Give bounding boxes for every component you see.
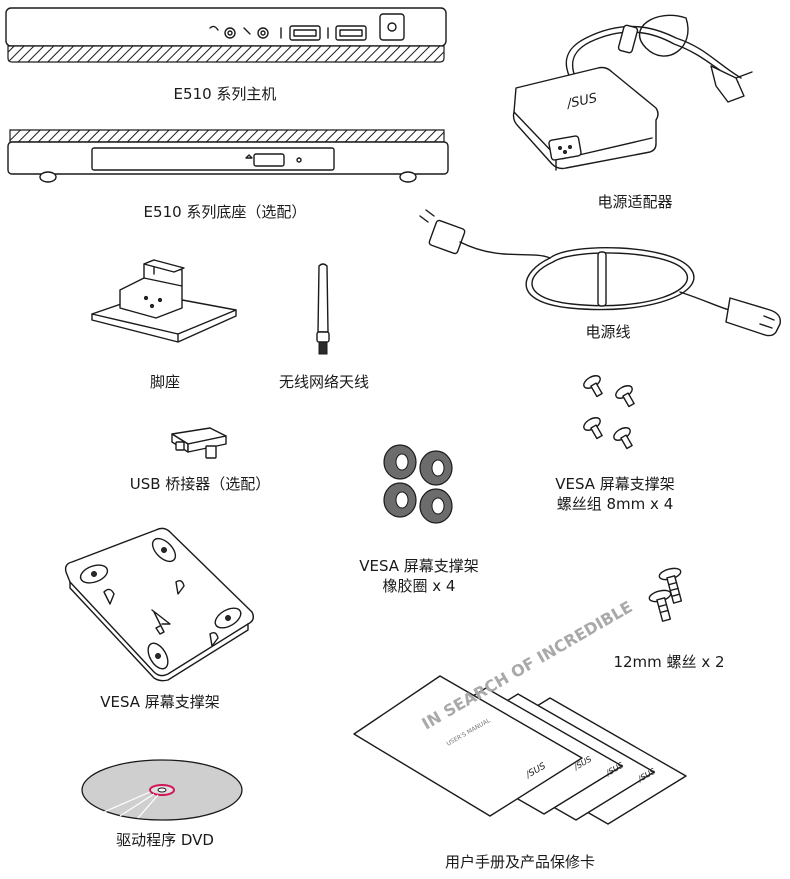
antenna-caption: 无线网络天线 <box>278 373 369 391</box>
documents-caption: 用户手册及产品保修卡 <box>444 853 595 871</box>
vesa-screws-caption: VESA 屏幕支撑架 螺丝组 8mm x 4 <box>555 475 675 513</box>
svg-text:/SUS: /SUS <box>565 91 599 112</box>
power-button-icon <box>379 13 405 41</box>
vesa-mount-caption: VESA 屏幕支撑架 <box>100 693 220 711</box>
screws-12mm-illustration <box>648 567 683 622</box>
screws-12mm-caption: 12mm 螺丝 x 2 <box>613 653 725 671</box>
power-cord-illustration <box>419 209 781 337</box>
host-illustration <box>5 7 447 63</box>
dvd-caption: 驱动程序 DVD <box>116 831 214 849</box>
vesa-screws-illustration <box>583 375 635 450</box>
documents-illustration: IN SEARCH OF INCREDIBLE USER'S MANUAL /S… <box>353 597 687 825</box>
vesa-rubber-caption: VESA 屏幕支撑架 橡胶圈 x 4 <box>359 557 479 595</box>
stand-caption: 脚座 <box>149 373 180 391</box>
vesa-rubber-illustration <box>383 444 453 524</box>
antenna-illustration <box>316 263 330 355</box>
usb-bridge-illustration <box>171 427 227 459</box>
dvd-illustration <box>81 759 243 821</box>
host-caption: E510 系列主机 <box>173 85 277 103</box>
power-cord-caption: 电源线 <box>585 323 631 341</box>
base-caption: E510 系列底座（选配） <box>143 203 307 221</box>
power-adapter-caption: 电源适配器 <box>597 193 673 211</box>
power-adapter-illustration: /SUS <box>512 14 753 171</box>
base-illustration <box>7 129 449 183</box>
vesa-mount-illustration <box>64 527 255 682</box>
usb-bridge-caption: USB 桥接器（选配） <box>129 475 271 493</box>
screw-icon <box>583 375 603 398</box>
stand-illustration <box>91 259 237 343</box>
